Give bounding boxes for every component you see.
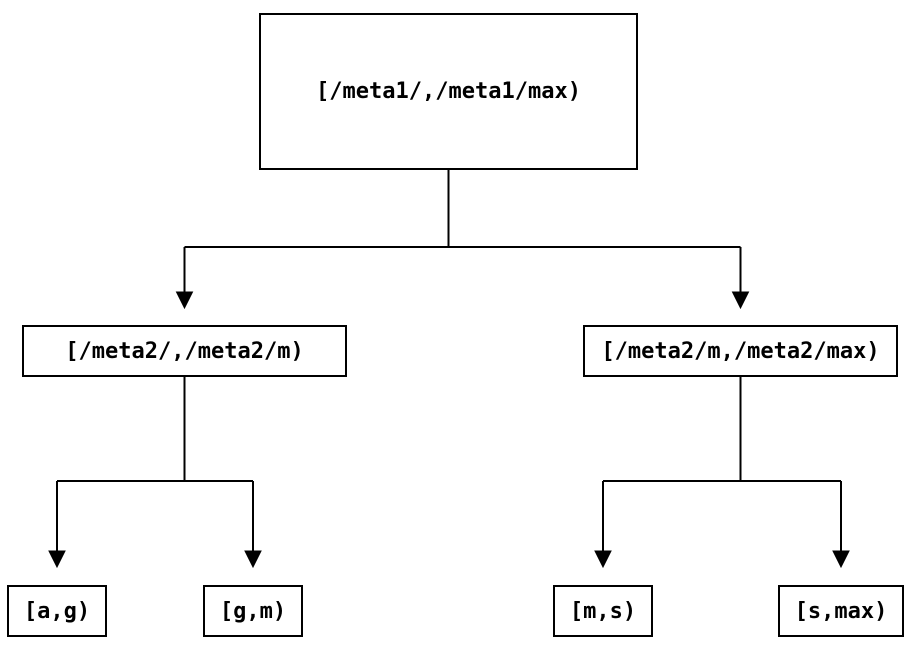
arrow-down-icon [594,550,612,569]
tree-node-leaf-a-g: [a,g) [7,585,107,637]
arrow-down-icon [48,550,66,569]
arrow-down-icon [175,291,194,310]
tree-node-leaf-g-m: [g,m) [203,585,303,637]
tree-node-root: [/meta1/,/meta1/max) [259,13,638,170]
arrow-down-icon [731,291,750,310]
tree-node-leaf-s-max-label: [s,max) [794,598,888,624]
arrow-down-icon [832,550,850,569]
edge-level2-right-to-leaves [594,377,850,569]
tree-node-level2-left: [/meta2/,/meta2/m) [22,325,347,377]
tree-node-level2-right: [/meta2/m,/meta2/max) [583,325,898,377]
tree-node-root-label: [/meta1/,/meta1/max) [316,79,581,104]
tree-node-leaf-g-m-label: [g,m) [219,598,287,624]
tree-node-leaf-m-s: [m,s) [553,585,653,637]
tree-node-level2-right-label: [/meta2/m,/meta2/max) [601,338,880,364]
edge-root-to-level2 [175,170,750,310]
tree-node-level2-left-label: [/meta2/,/meta2/m) [65,338,304,364]
tree-node-leaf-a-g-label: [a,g) [23,598,91,624]
tree-node-leaf-m-s-label: [m,s) [569,598,637,624]
tree-node-leaf-s-max: [s,max) [778,585,904,637]
arrow-down-icon [244,550,262,569]
edge-level2-left-to-leaves [48,377,262,569]
